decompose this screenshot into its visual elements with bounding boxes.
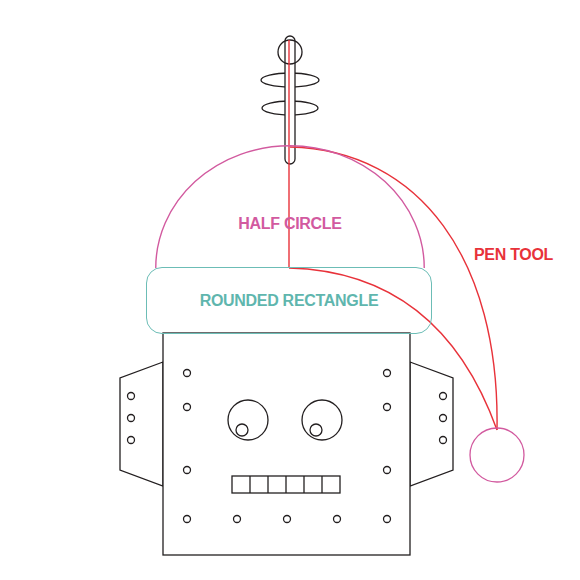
shape-label: HALF CIRCLE	[238, 215, 341, 233]
robot-head	[163, 333, 410, 555]
half-circle-outline	[155, 145, 425, 268]
right-ear	[410, 362, 453, 486]
half-circle-shape: HALF CIRCLE	[155, 145, 425, 268]
left-ear	[120, 362, 163, 486]
tool-label: PEN TOOL	[474, 246, 553, 264]
shape-label: ROUNDED RECTANGLE	[200, 292, 379, 310]
rivets	[128, 370, 447, 523]
eyes	[228, 400, 342, 440]
mouth	[232, 476, 340, 493]
pen-tool-circle	[470, 428, 524, 482]
pen-tool-path	[289, 40, 497, 430]
rounded-rectangle-shape: ROUNDED RECTANGLE	[146, 267, 432, 334]
antenna	[261, 36, 319, 164]
